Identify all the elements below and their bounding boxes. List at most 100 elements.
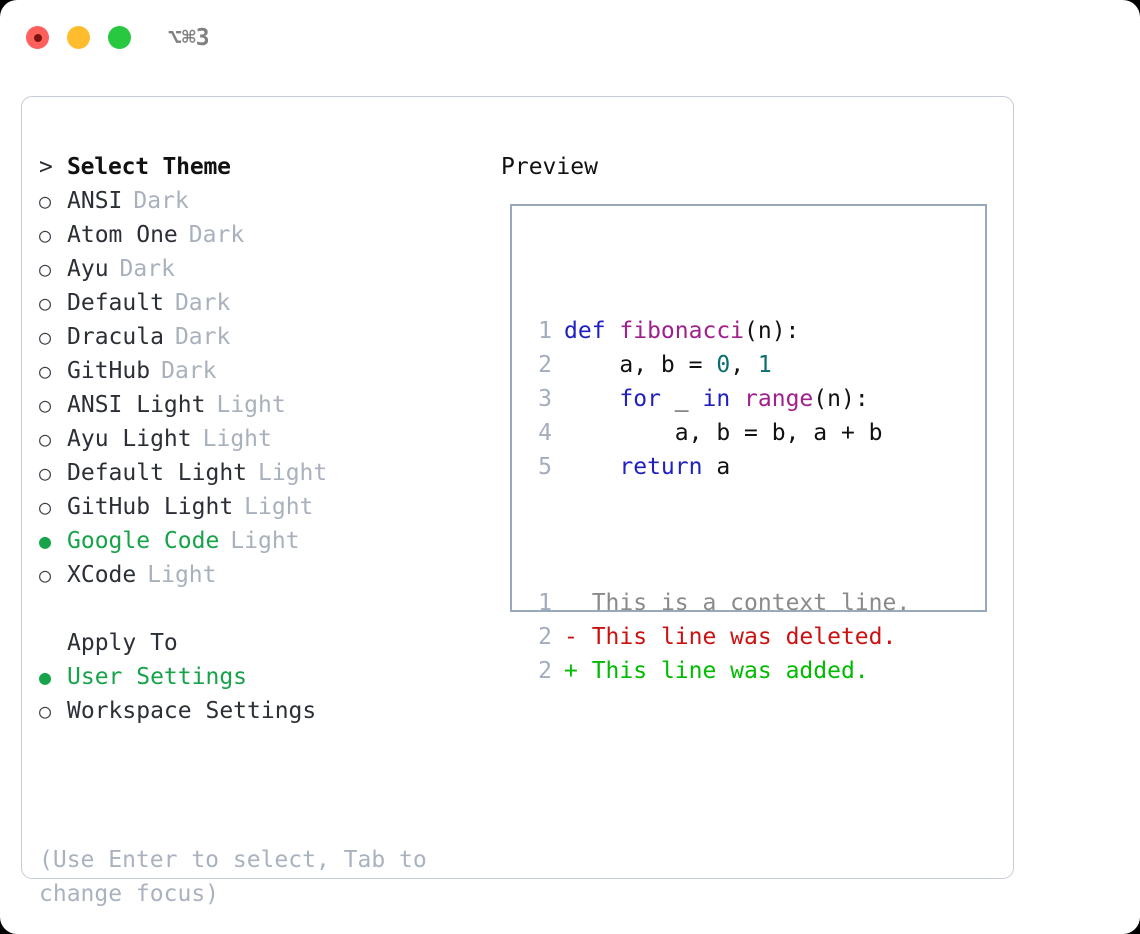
theme-list-item[interactable]: ○ XCode Light	[39, 558, 509, 592]
close-window-icon[interactable]	[26, 26, 49, 49]
radio-unselected-icon: ○	[39, 325, 52, 349]
theme-list-item[interactable]: ○ GitHub Light Light	[39, 490, 509, 524]
code-token: _	[660, 386, 703, 412]
theme-name-label: Ayu Light	[67, 426, 192, 452]
theme-name-label: ANSI Light	[67, 392, 206, 418]
theme-list-item[interactable]: ○ Default Light Light	[39, 456, 509, 490]
apply-to-option-label: Workspace Settings	[67, 698, 317, 724]
theme-variant-tag: Light	[230, 528, 300, 554]
line-number: 2	[538, 352, 552, 378]
theme-variant-tag: Dark	[174, 324, 231, 350]
code-token: (n):	[813, 386, 869, 412]
code-token: a, b = b, a + b	[564, 420, 883, 446]
theme-list-item[interactable]: ● Google Code Light	[39, 524, 509, 558]
code-line: 2 a, b = 0, 1	[526, 348, 910, 382]
radio-unselected-icon: ○	[39, 359, 52, 383]
line-number: 1	[538, 590, 552, 616]
maximize-window-icon[interactable]	[108, 26, 131, 49]
code-token: 1	[757, 352, 772, 378]
theme-name-label: Default Light	[67, 460, 248, 486]
theme-name-label: GitHub	[67, 358, 151, 384]
traffic-light-controls	[26, 26, 131, 49]
theme-variant-tag: Dark	[188, 222, 245, 248]
radio-unselected-icon: ○	[39, 495, 52, 519]
diff-text: This is a context line.	[577, 590, 911, 616]
diff-line: 1 This is a context line.	[526, 586, 910, 620]
theme-list-item[interactable]: ○ GitHub Dark	[39, 354, 509, 388]
radio-unselected-icon: ○	[39, 427, 52, 451]
diff-text: This line was added.	[577, 658, 869, 684]
radio-selected-icon: ●	[39, 529, 52, 553]
radio-unselected-icon: ○	[39, 699, 52, 723]
code-token: for	[619, 386, 661, 412]
code-token: in	[702, 386, 731, 412]
theme-name-label: Google Code	[67, 528, 220, 554]
code-token	[730, 382, 744, 416]
theme-variant-tag: Dark	[133, 188, 189, 214]
theme-name-label: GitHub Light	[67, 494, 234, 520]
section-spacer	[39, 592, 509, 626]
keyboard-hint-text: (Use Enter to select, Tab to change focu…	[39, 847, 441, 907]
code-token: range	[744, 386, 814, 412]
line-number: 2	[538, 658, 552, 684]
preview-header: Preview	[501, 150, 598, 184]
theme-name-label: Atom One	[67, 222, 178, 248]
code-token: a, b =	[564, 352, 717, 378]
apply-to-item[interactable]: ● User Settings	[39, 660, 509, 694]
line-number: 4	[538, 420, 552, 446]
theme-variant-tag: Light	[147, 562, 217, 588]
code-token: a	[702, 454, 731, 480]
theme-variant-tag: Light	[216, 392, 286, 418]
line-number: 1	[538, 318, 552, 344]
apply-to-item[interactable]: ○ Workspace Settings	[39, 694, 509, 728]
code-line: 5 return a	[526, 450, 910, 484]
radio-selected-icon: ●	[39, 665, 52, 689]
line-number: 2	[538, 624, 552, 650]
theme-variant-tag: Dark	[174, 290, 231, 316]
theme-variant-tag: Dark	[119, 256, 175, 282]
theme-list-item[interactable]: ○ Ayu Dark	[39, 252, 509, 286]
diff-text: This line was deleted.	[577, 624, 897, 650]
radio-unselected-icon: ○	[39, 393, 52, 417]
radio-unselected-icon: ○	[39, 223, 52, 247]
code-token	[564, 382, 619, 416]
title-bar: ⌥⌘3	[0, 0, 1140, 78]
radio-unselected-icon: ○	[39, 461, 52, 485]
theme-variant-tag: Dark	[161, 358, 217, 384]
code-token: 0	[716, 352, 731, 378]
apply-to-option-label: User Settings	[67, 664, 248, 690]
theme-name-label: Ayu	[67, 256, 109, 282]
diff-line: 2 + This line was added.	[526, 654, 910, 688]
minimize-window-icon[interactable]	[67, 26, 90, 49]
diff-sign	[564, 586, 578, 620]
select-theme-label: Select Theme	[67, 154, 231, 180]
preview-title: Preview	[501, 154, 598, 180]
code-token	[564, 450, 619, 484]
theme-list-item[interactable]: ○ Ayu Light Light	[39, 422, 509, 456]
diff-sign: +	[564, 658, 578, 684]
code-token: def	[564, 318, 620, 344]
select-theme-header: > Select Theme	[39, 150, 509, 184]
prompt-caret-icon: >	[39, 154, 53, 180]
theme-variant-tag: Light	[244, 494, 314, 520]
code-token: fibonacci	[619, 318, 745, 344]
theme-variant-tag: Light	[258, 460, 328, 486]
apply-to-label: Apply To	[67, 630, 178, 656]
theme-list-item[interactable]: ○ Atom One Dark	[39, 218, 509, 252]
radio-unselected-icon: ○	[39, 563, 52, 587]
theme-variant-tag: Light	[202, 426, 272, 452]
code-line: 4 a, b = b, a + b	[526, 416, 910, 450]
radio-unselected-icon: ○	[39, 257, 52, 281]
theme-list-item[interactable]: ○ ANSI Light Light	[39, 388, 509, 422]
code-token: ,	[730, 352, 758, 378]
theme-name-label: XCode	[67, 562, 137, 588]
